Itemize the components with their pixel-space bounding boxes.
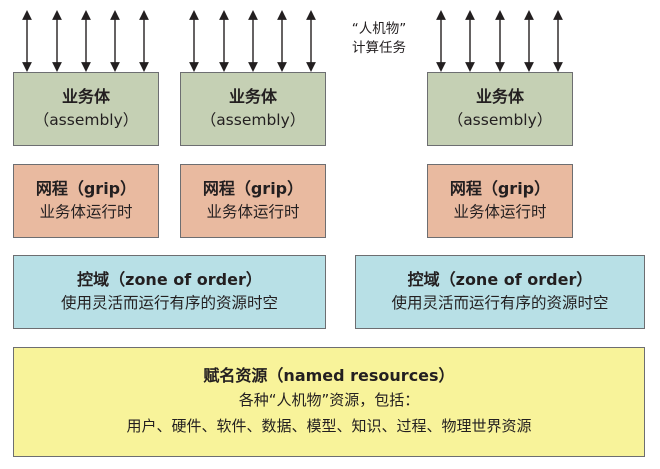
grip-box-3: 网程（grip） 业务体运行时 xyxy=(427,164,573,238)
zone-subtitle: 使用灵活而运行有序的资源时空 xyxy=(60,294,278,312)
assembly-box-1: 业务体 （assembly） xyxy=(13,72,159,146)
grip-title: 网程（grip） xyxy=(35,179,137,198)
zone-subtitle: 使用灵活而运行有序的资源时空 xyxy=(391,294,609,312)
assembly-title: 业务体 xyxy=(228,87,277,106)
named-resources-box: 赋名资源（named resources） 各种“人机物”资源，包括： 用户、硬… xyxy=(13,347,645,457)
grip-title: 网程（grip） xyxy=(202,179,304,198)
zone-box-2: 控域（zone of order） 使用灵活而运行有序的资源时空 xyxy=(355,255,645,329)
grip-subtitle: 业务体运行时 xyxy=(39,203,133,221)
zone-title: 控域（zone of order） xyxy=(77,270,262,289)
assembly-subtitle: （assembly） xyxy=(200,111,306,129)
assembly-title: 业务体 xyxy=(475,87,524,106)
grip-box-1: 网程（grip） 业务体运行时 xyxy=(13,164,159,238)
assembly-box-3: 业务体 （assembly） xyxy=(427,72,573,146)
grip-subtitle: 业务体运行时 xyxy=(453,203,547,221)
assembly-title: 业务体 xyxy=(61,87,110,106)
named-resources-line-2: 各种“人机物”资源，包括： xyxy=(238,391,420,409)
caption-line-2: 计算任务 xyxy=(352,40,406,56)
assembly-subtitle: （assembly） xyxy=(447,111,553,129)
named-resources-title: 赋名资源（named resources） xyxy=(203,366,455,385)
named-resources-line-3: 用户、硬件、软件、数据、模型、知识、过程、物理世界资源 xyxy=(126,417,532,435)
assembly-subtitle: （assembly） xyxy=(33,111,139,129)
caption-line-1: “人机物” xyxy=(351,21,407,37)
assembly-box-2: 业务体 （assembly） xyxy=(180,72,326,146)
zone-title: 控域（zone of order） xyxy=(407,270,593,289)
grip-subtitle: 业务体运行时 xyxy=(206,203,300,221)
zone-box-1: 控域（zone of order） 使用灵活而运行有序的资源时空 xyxy=(13,255,326,329)
grip-title: 网程（grip） xyxy=(449,179,551,198)
bidirectional-arrows xyxy=(22,10,563,72)
compute-task-caption: “人机物” 计算任务 xyxy=(338,20,420,58)
grip-box-2: 网程（grip） 业务体运行时 xyxy=(180,164,326,238)
